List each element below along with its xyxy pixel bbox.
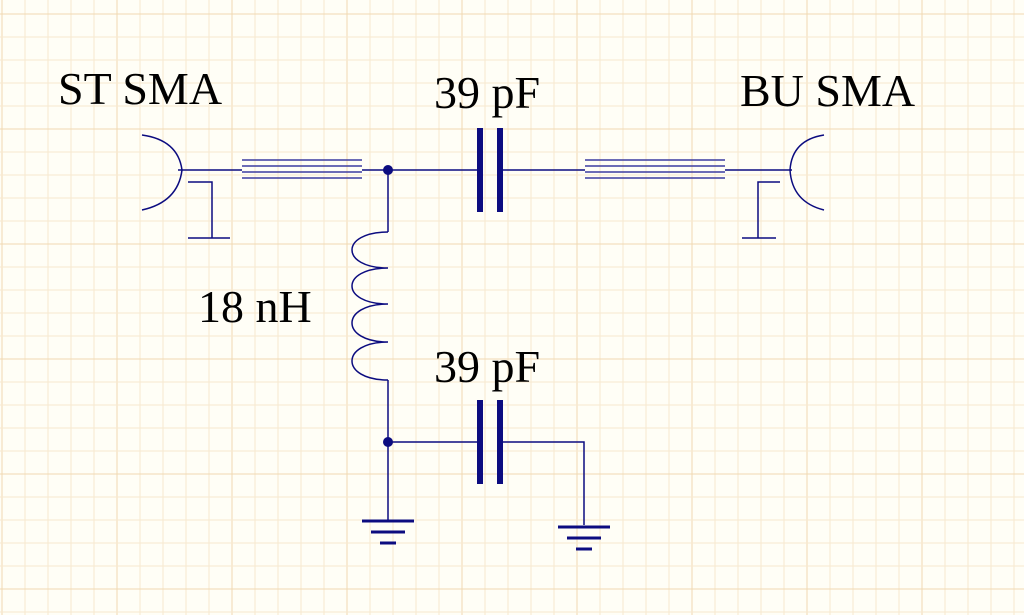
- junction-dot-top: [383, 165, 393, 175]
- ground-symbol-1: [362, 519, 414, 545]
- left-transmission-line: [242, 159, 362, 179]
- right-transmission-line: [585, 159, 725, 179]
- left-connector-label: ST SMA: [58, 63, 222, 114]
- series-capacitor: [477, 128, 503, 212]
- right-sma-connector: [725, 134, 825, 239]
- left-sma-connector: [141, 134, 242, 239]
- left-connector-ground-lead: [188, 181, 213, 238]
- shunt-capacitor-label: 39 pF: [434, 341, 540, 392]
- right-connector-shell: [789, 134, 825, 211]
- wire-shunt-cap-to-ground: [502, 441, 585, 525]
- shunt-capacitor: [477, 400, 503, 484]
- right-connector-ground-lead: [757, 181, 780, 238]
- ground-symbol-2: [558, 525, 610, 551]
- inductor-label: 18 nH: [198, 281, 312, 332]
- series-capacitor-label: 39 pF: [434, 67, 540, 118]
- wires: [362, 169, 585, 525]
- inductor-coil: [351, 231, 389, 381]
- right-connector-label: BU SMA: [740, 65, 915, 116]
- left-connector-shell: [141, 134, 183, 211]
- junction-dot-bottom: [383, 437, 393, 447]
